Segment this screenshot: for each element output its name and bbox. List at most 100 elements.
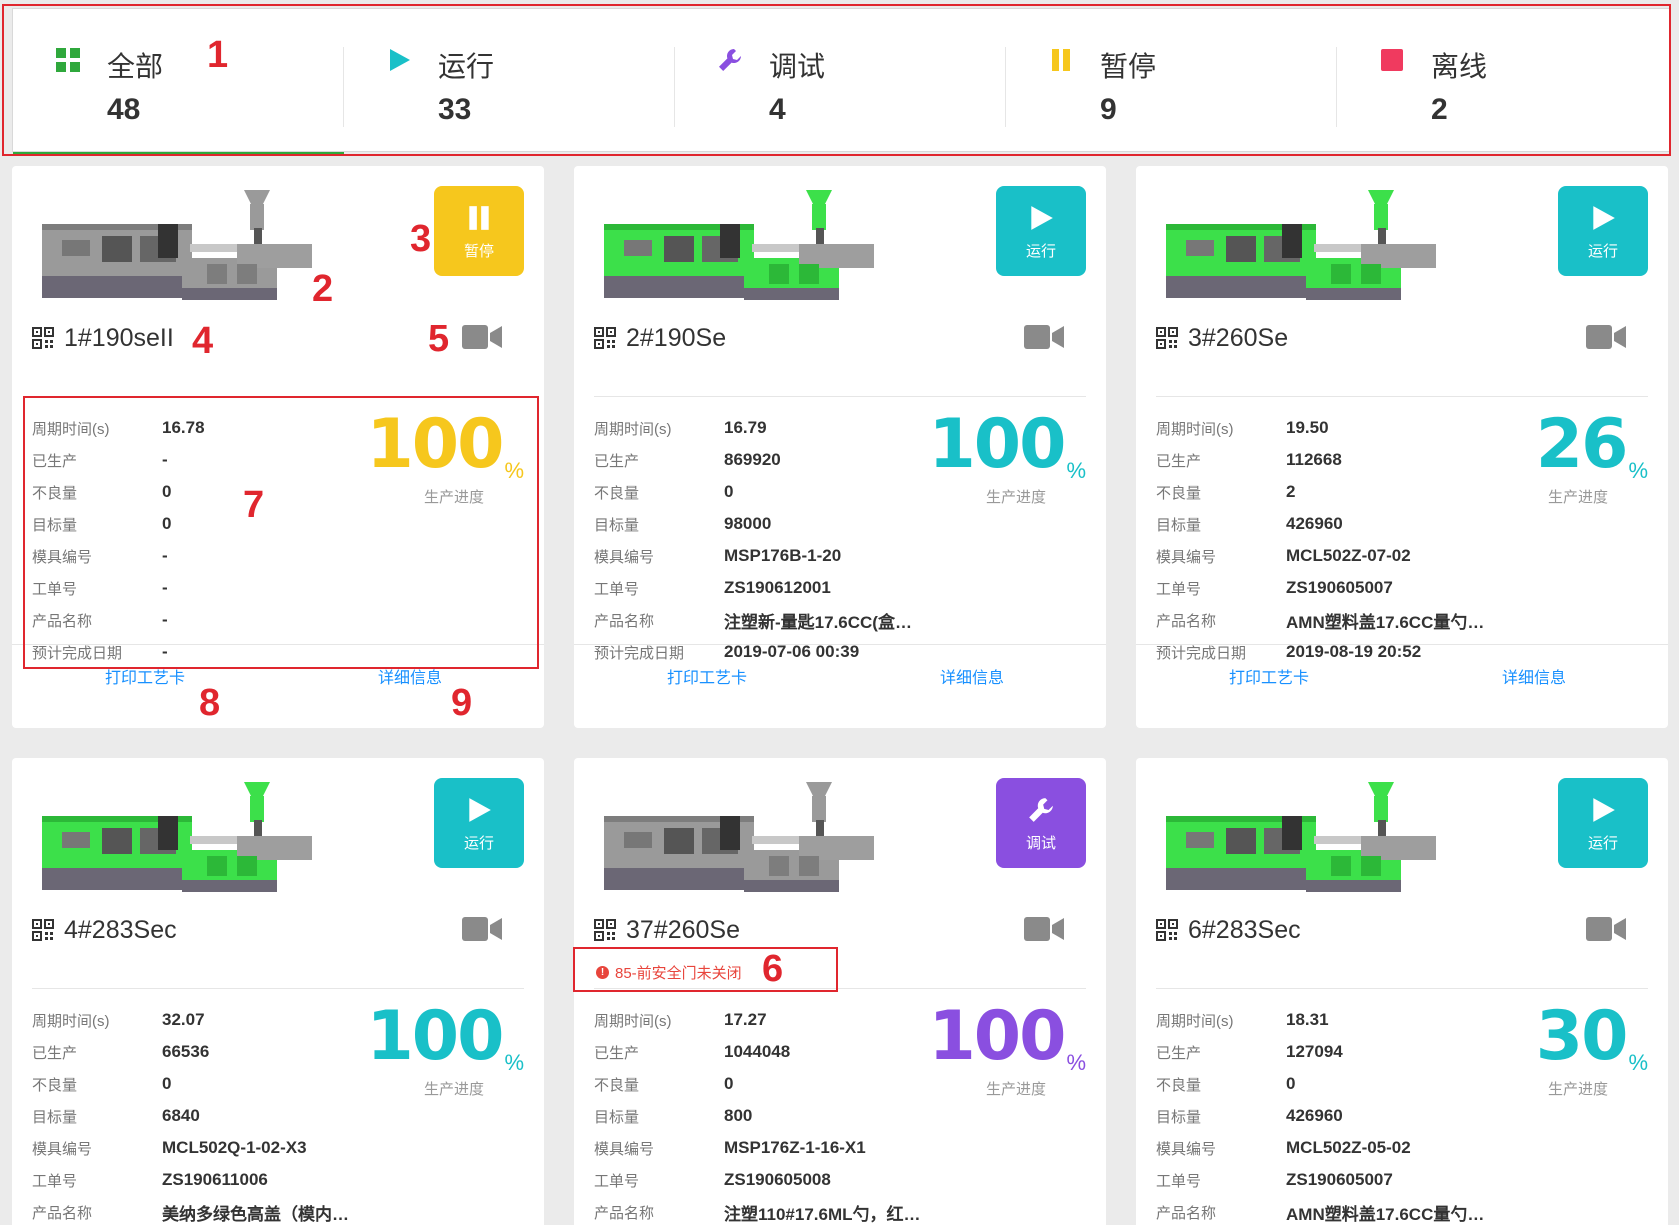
info-key: 工单号 bbox=[594, 1172, 640, 1190]
machine-status-button[interactable]: 暂停 bbox=[434, 186, 524, 276]
production-info: 周期时间(s) 16.79 已生产 869920 不良量 0 目标量 98000… bbox=[594, 412, 924, 668]
percent-sign: % bbox=[1066, 1050, 1086, 1075]
machine-name-text: 3#260Se bbox=[1188, 323, 1289, 352]
info-value: AMN塑料盖17.6CC量勺，2044910 bbox=[1286, 612, 1486, 632]
status-tab-count: 48 bbox=[107, 93, 141, 126]
info-row-mold-no: 模具编号 MSP176B-1-20 bbox=[594, 540, 924, 572]
machine-card[interactable]: 暂停 1#190seII 周期时间(s) 16.78 已生产 - 不良量 0 目… bbox=[12, 166, 544, 728]
info-row-eta: 预计完成日期 - bbox=[32, 636, 362, 668]
info-key: 不良量 bbox=[32, 484, 78, 502]
progress-label: 生产进度 bbox=[985, 1081, 1046, 1098]
info-key: 目标量 bbox=[594, 1108, 640, 1126]
info-key: 目标量 bbox=[32, 516, 78, 534]
qr-code-icon[interactable] bbox=[594, 327, 616, 349]
info-value: 注塑110#17.6ML勺，红色，（英文LOGO)，2000PCS/箱 bbox=[724, 1204, 924, 1224]
qr-code-icon[interactable] bbox=[1156, 327, 1178, 349]
info-row-produced: 已生产 66536 bbox=[32, 1036, 362, 1068]
video-camera-icon[interactable] bbox=[462, 323, 502, 351]
machine-status-button[interactable]: 运行 bbox=[1558, 186, 1648, 276]
status-tab-label: 调试 bbox=[769, 51, 826, 82]
progress-value: 100 bbox=[928, 405, 1066, 484]
video-camera-icon[interactable] bbox=[1586, 915, 1626, 943]
machine-status-button[interactable]: 运行 bbox=[996, 186, 1086, 276]
machine-name[interactable]: 1#190seII bbox=[32, 324, 174, 352]
info-row-mold-no: 模具编号 MCL502Z-05-02 bbox=[1156, 1132, 1486, 1164]
machine-card[interactable]: 运行 4#283Sec 周期时间(s) 32.07 已生产 66536 不良量 … bbox=[12, 758, 544, 1225]
status-tab-count: 2 bbox=[1431, 93, 1448, 126]
percent-sign: % bbox=[1628, 458, 1648, 483]
card-divider bbox=[1156, 988, 1648, 989]
machine-name[interactable]: 4#283Sec bbox=[32, 916, 177, 944]
production-info: 周期时间(s) 17.27 已生产 1044048 不良量 0 目标量 800 … bbox=[594, 1004, 924, 1225]
details-link[interactable]: 详细信息 bbox=[378, 670, 443, 687]
info-row-product-name: 产品名称 AMN塑料盖17.6CC量勺，2044910 bbox=[1156, 1196, 1486, 1225]
machine-card[interactable]: 运行 3#260Se 周期时间(s) 19.50 已生产 112668 不良量 … bbox=[1136, 166, 1668, 728]
machine-image bbox=[32, 184, 332, 306]
info-value: 426960 bbox=[1286, 514, 1343, 533]
qr-code-icon[interactable] bbox=[594, 919, 616, 941]
info-row-target: 目标量 426960 bbox=[1156, 508, 1486, 540]
video-camera-icon[interactable] bbox=[1586, 323, 1626, 351]
qr-code-icon[interactable] bbox=[1156, 919, 1178, 941]
status-tab-3[interactable]: 暂停 9 bbox=[1006, 19, 1337, 151]
info-key: 周期时间(s) bbox=[1156, 420, 1234, 438]
info-key: 产品名称 bbox=[1156, 612, 1217, 630]
play-icon bbox=[1027, 204, 1055, 232]
play-icon bbox=[1589, 796, 1617, 824]
info-key: 不良量 bbox=[1156, 484, 1202, 502]
info-key: 不良量 bbox=[1156, 1076, 1202, 1094]
print-process-card-link[interactable]: 打印工艺卡 bbox=[105, 670, 186, 687]
video-camera-icon[interactable] bbox=[462, 915, 502, 943]
card-divider bbox=[32, 988, 524, 989]
info-row-target: 目标量 98000 bbox=[594, 508, 924, 540]
machine-name[interactable]: 3#260Se bbox=[1156, 324, 1288, 352]
details-link[interactable]: 详细信息 bbox=[940, 670, 1005, 687]
machine-image bbox=[594, 184, 894, 306]
print-process-card-link[interactable]: 打印工艺卡 bbox=[667, 670, 748, 687]
details-link[interactable]: 详细信息 bbox=[1502, 670, 1567, 687]
info-value: 2019-08-19 20:52 bbox=[1286, 642, 1422, 661]
status-tab-4[interactable]: 离线 2 bbox=[1337, 19, 1668, 151]
machine-name[interactable]: 2#190Se bbox=[594, 324, 726, 352]
info-key: 目标量 bbox=[1156, 1108, 1202, 1126]
print-process-card-link[interactable]: 打印工艺卡 bbox=[1229, 670, 1310, 687]
info-value: ZS190605008 bbox=[724, 1170, 831, 1189]
machine-status-button[interactable]: 调试 bbox=[996, 778, 1086, 868]
info-row-eta: 预计完成日期 2019-08-19 20:52 bbox=[1156, 636, 1486, 668]
status-tab-2[interactable]: 调试 4 bbox=[675, 19, 1006, 151]
info-row-defects: 不良量 0 bbox=[594, 476, 924, 508]
status-tab-0[interactable]: 全部 48 bbox=[13, 19, 344, 155]
status-tab-1[interactable]: 运行 33 bbox=[344, 19, 675, 151]
info-row-produced: 已生产 127094 bbox=[1156, 1036, 1486, 1068]
annotation-box-1 bbox=[2, 4, 1671, 156]
play-icon bbox=[1589, 204, 1617, 232]
wrench-icon bbox=[717, 47, 743, 73]
progress-label: 生产进度 bbox=[1547, 489, 1608, 506]
machine-name[interactable]: 6#283Sec bbox=[1156, 916, 1301, 944]
info-value: ZS190611006 bbox=[162, 1170, 268, 1189]
info-key: 已生产 bbox=[32, 452, 78, 470]
video-camera-icon[interactable] bbox=[1024, 915, 1064, 943]
video-camera-icon[interactable] bbox=[1024, 323, 1064, 351]
info-key: 模具编号 bbox=[32, 1140, 93, 1158]
info-value: MCL502Q-1-02-X3 bbox=[162, 1138, 307, 1157]
tab-divider bbox=[1336, 47, 1337, 127]
machine-status-button[interactable]: 运行 bbox=[434, 778, 524, 868]
status-label: 运行 bbox=[1587, 835, 1618, 852]
machine-card[interactable]: 运行 6#283Sec 周期时间(s) 18.31 已生产 127094 不良量… bbox=[1136, 758, 1668, 1225]
qr-code-icon[interactable] bbox=[32, 919, 54, 941]
machine-card[interactable]: 运行 2#190Se 周期时间(s) 16.79 已生产 869920 不良量 … bbox=[574, 166, 1106, 728]
info-row-defects: 不良量 0 bbox=[594, 1068, 924, 1100]
status-label: 运行 bbox=[1587, 243, 1618, 260]
info-row-target: 目标量 0 bbox=[32, 508, 362, 540]
machine-name[interactable]: 37#260Se bbox=[594, 916, 740, 944]
card-footer-divider bbox=[1136, 644, 1668, 645]
info-key: 已生产 bbox=[594, 1044, 640, 1062]
qr-code-icon[interactable] bbox=[32, 327, 54, 349]
production-progress: 26% 生产进度 bbox=[1448, 406, 1648, 507]
machine-status-button[interactable]: 运行 bbox=[1558, 778, 1648, 868]
info-key: 周期时间(s) bbox=[594, 1012, 672, 1030]
percent-sign: % bbox=[1066, 458, 1086, 483]
info-row-produced: 已生产 869920 bbox=[594, 444, 924, 476]
info-row-cycle-time: 周期时间(s) 17.27 bbox=[594, 1004, 924, 1036]
